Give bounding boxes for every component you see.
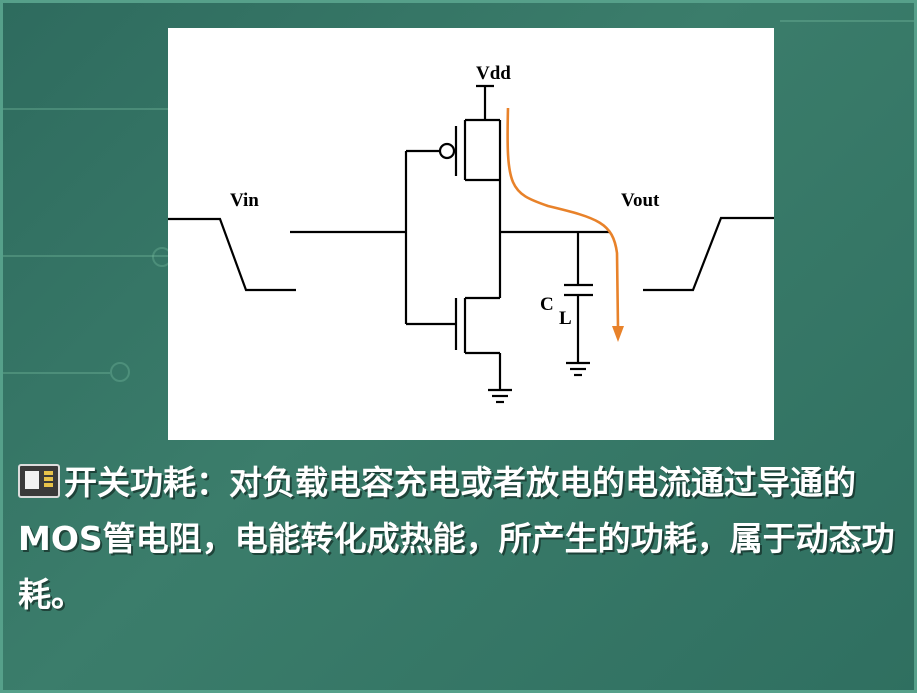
current-arrow <box>506 107 624 342</box>
vin-label: Vin <box>230 190 259 211</box>
wires <box>168 84 774 404</box>
capacitor-subscript: L <box>559 308 572 329</box>
decor-line <box>0 108 300 110</box>
decor-dot <box>110 362 130 382</box>
caption-text-block: 开关功耗：对负载电容充电或者放电的电流通过导通的MOS管电阻，电能转化成热能，所… <box>18 455 898 623</box>
cmos-inverter-circuit: Vdd Vin Vout C L <box>168 63 774 404</box>
decor-line <box>0 372 110 374</box>
output-waveform <box>643 216 774 292</box>
pmos-gate-bubble <box>438 142 456 160</box>
input-waveform <box>168 217 296 292</box>
circuit-diagram-panel: Vdd Vin Vout C L <box>168 28 774 440</box>
caption-text: 开关功耗：对负载电容充电或者放电的电流通过导通的MOS管电阻，电能转化成热能，所… <box>18 463 895 614</box>
vout-label: Vout <box>621 190 660 211</box>
capacitor-label: C <box>540 294 554 315</box>
decor-line <box>0 255 170 257</box>
vdd-label: Vdd <box>476 63 511 84</box>
decor-line <box>780 20 917 22</box>
sd-card-icon <box>18 464 60 498</box>
